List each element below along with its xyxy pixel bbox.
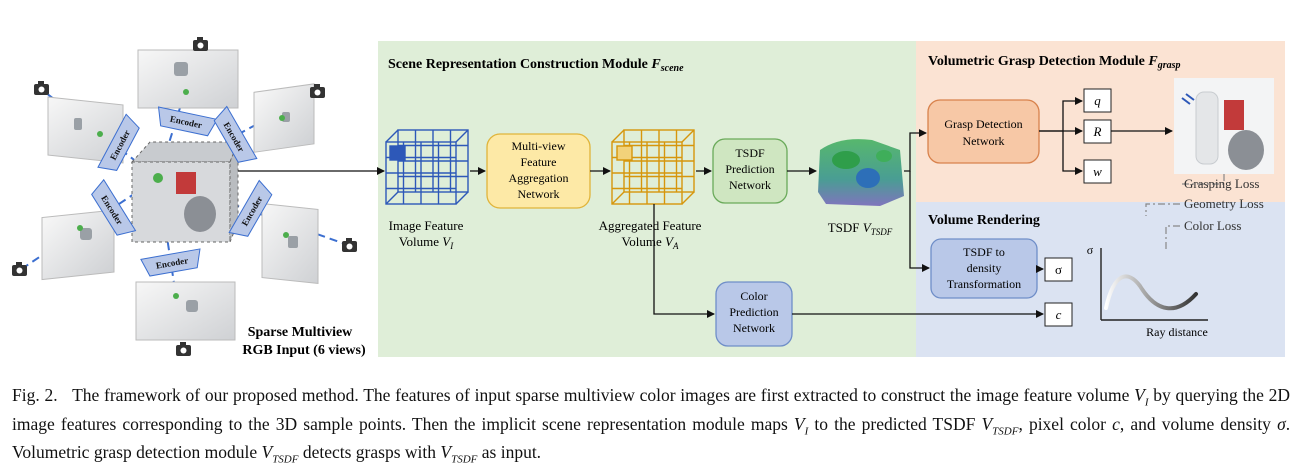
input-caption-line1: Sparse Multiview	[248, 325, 353, 340]
encoder-block: Encoder	[157, 106, 218, 137]
camera-icon	[193, 37, 208, 51]
svg-text:Prediction: Prediction	[729, 305, 778, 319]
grasp-detection-network-box: Grasp Detection Network	[927, 99, 1040, 164]
tsdf-prediction-network-box: TSDF Prediction Network	[712, 138, 788, 204]
svg-text:q: q	[1094, 93, 1101, 108]
output-q-box: q	[1083, 88, 1112, 113]
sigma-box: σ	[1044, 257, 1073, 282]
svg-text:Grasp Detection: Grasp Detection	[944, 117, 1022, 131]
mvfa-network-box: Multi-view Feature Aggregation Network	[486, 133, 591, 209]
view-photo-6	[135, 281, 236, 341]
multiview-input: Encoder Encoder Encoder Encoder Encoder …	[12, 37, 366, 358]
plot-ylabel: σ	[1087, 243, 1094, 257]
color-c-box: c	[1044, 302, 1073, 327]
svg-text:c: c	[1056, 307, 1062, 322]
svg-text:Network: Network	[733, 321, 775, 335]
color-loss-label: Color Loss	[1184, 218, 1241, 233]
camera-icon	[176, 342, 191, 356]
camera-icon	[12, 262, 27, 276]
svg-text:σ: σ	[1055, 262, 1062, 277]
tsdf-volume-visual	[818, 139, 904, 206]
grasping-loss-label: Grasping Loss	[1184, 176, 1259, 191]
figure-caption: Fig. 2. The framework of our proposed me…	[12, 385, 1291, 466]
image-feature-volume-label-2: Volume VI	[399, 234, 454, 251]
encoder-block: Encoder	[140, 248, 201, 277]
grasp-result-image	[1174, 78, 1274, 174]
framework-figure: Scene Representation Construction Module…	[12, 37, 1285, 358]
plot-xlabel: Ray distance	[1146, 325, 1208, 339]
camera-icon	[342, 238, 357, 252]
svg-text:Network: Network	[963, 134, 1005, 148]
svg-text:Color: Color	[740, 289, 767, 303]
svg-text:Network: Network	[729, 178, 771, 192]
color-prediction-network-box: Color Prediction Network	[715, 281, 793, 347]
svg-text:w: w	[1093, 164, 1102, 179]
tsdf-to-density-box: TSDF to density Transformation	[930, 238, 1038, 299]
svg-text:TSDF: TSDF	[735, 146, 765, 160]
aggregated-feature-volume	[611, 129, 695, 205]
view-photo-2	[137, 49, 239, 109]
output-w-box: w	[1083, 159, 1112, 184]
image-feature-volume	[385, 129, 469, 205]
scene-module-title: Scene Representation Construction Module…	[388, 57, 684, 74]
camera-icon	[310, 84, 325, 98]
geometry-loss-label: Geometry Loss	[1184, 196, 1264, 211]
svg-text:density: density	[967, 261, 1002, 275]
grasp-module-title: Volumetric Grasp Detection Module Fgrasp	[928, 54, 1180, 71]
render-module-title: Volume Rendering	[928, 213, 1040, 228]
svg-text:Multi-view: Multi-view	[512, 139, 566, 153]
camera-icon	[34, 81, 49, 95]
svg-text:Prediction: Prediction	[725, 162, 774, 176]
svg-text:R: R	[1093, 124, 1102, 139]
aggregated-feature-volume-label-2: Volume VA	[622, 234, 679, 251]
svg-text:Network: Network	[518, 187, 560, 201]
svg-text:Feature: Feature	[521, 155, 557, 169]
tsdf-volume-label: TSDF VTSDF	[828, 220, 893, 237]
view-photo-4	[41, 209, 115, 281]
input-caption-line2: RGB Input (6 views)	[242, 343, 366, 358]
image-feature-volume-label-1: Image Feature	[389, 218, 464, 233]
output-r-box: R	[1083, 119, 1112, 144]
svg-text:TSDF to: TSDF to	[963, 245, 1005, 259]
aggregated-feature-volume-label-1: Aggregated Feature	[599, 218, 702, 233]
svg-text:Aggregation: Aggregation	[509, 171, 569, 185]
svg-text:Transformation: Transformation	[947, 277, 1021, 291]
density-plot: σ Ray distance	[1087, 243, 1208, 339]
